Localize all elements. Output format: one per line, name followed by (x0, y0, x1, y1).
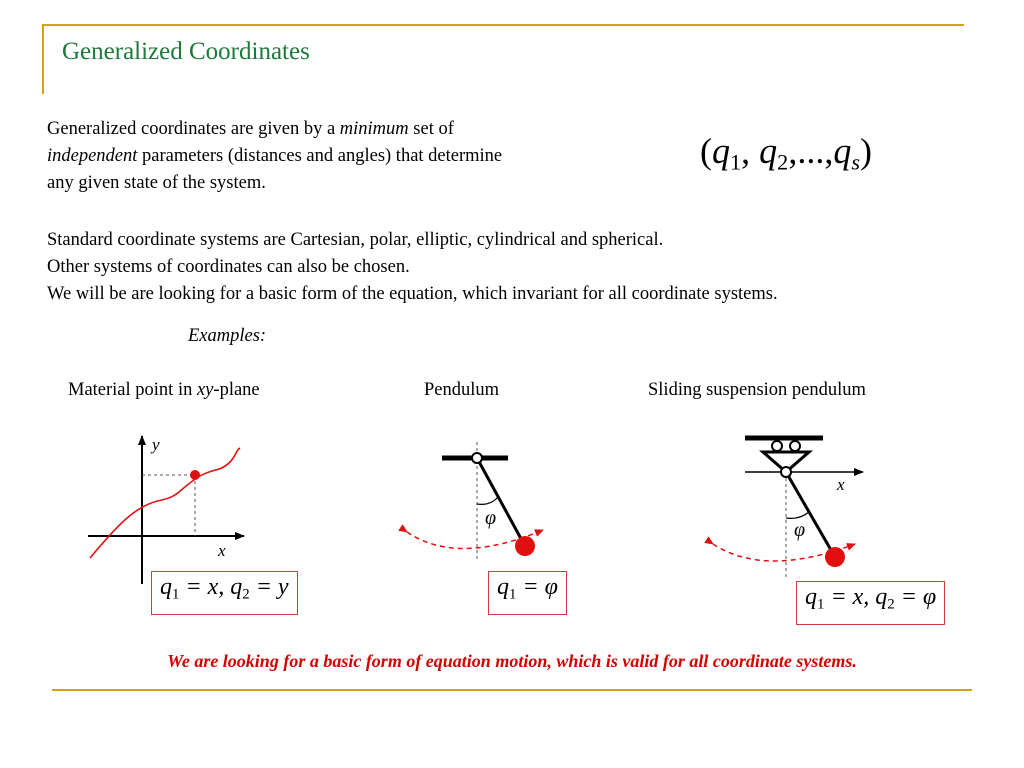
equation-box-sliding-pendulum: q1 = x, q2 = φ (796, 581, 946, 625)
intro-line-3: any given state of the system. (47, 173, 266, 193)
pivot (780, 466, 792, 478)
examples-label: Examples: (188, 326, 267, 346)
angle-label: φ (485, 507, 496, 529)
angle-arc (476, 496, 499, 505)
pendulum-rod (475, 457, 527, 547)
pivot (471, 452, 483, 464)
equation-box-pendulum: q1 = φ (488, 571, 567, 615)
pendulum-bob (825, 547, 845, 567)
footer-statement: We are looking for a basic form of equat… (167, 651, 857, 671)
slider-wheel-right (789, 440, 801, 452)
x-axis-label: x (217, 541, 226, 560)
slider-wheel-left (771, 440, 783, 452)
systems-line-1: Standard coordinate systems are Cartesia… (47, 230, 664, 250)
intro-line-1: Generalized coordinates are given by a m… (47, 119, 454, 139)
angle-label: φ (794, 519, 805, 541)
intro-paragraph: Generalized coordinates are given by a m… (47, 116, 502, 197)
slider-body (758, 450, 814, 474)
example-caption-sliding-pendulum: Sliding suspension pendulum (648, 380, 866, 400)
top-rule (42, 24, 964, 26)
trajectory-curve (89, 447, 241, 559)
coordinate-systems-paragraph: Standard coordinate systems are Cartesia… (47, 227, 778, 308)
example-caption-material-point: Material point in xy-plane (68, 380, 260, 400)
generalized-coordinates-formula: (q1, q2,...,qs) (700, 131, 872, 175)
example-caption-pendulum: Pendulum (424, 380, 500, 400)
material-point (190, 470, 200, 480)
x-axis-label: x (836, 475, 845, 494)
systems-line-3: We will be are looking for a basic form … (47, 284, 778, 304)
pendulum-rod (784, 471, 837, 558)
intro-line-2: independent parameters (distances and an… (47, 146, 503, 166)
angle-arc (785, 511, 810, 519)
pendulum-diagram: φ (398, 442, 544, 562)
material-point-diagram: y x (88, 435, 245, 584)
pendulum-bob (515, 536, 535, 556)
bottom-rule (52, 689, 972, 691)
systems-line-2: Other systems of coordinates can also be… (47, 257, 410, 277)
slide-title: Generalized Coordinates (62, 38, 310, 65)
equation-box-material-point: q1 = x, q2 = y (151, 571, 298, 615)
sliding-pendulum-diagram: x φ (704, 435, 864, 580)
y-axis-label: y (150, 435, 160, 454)
left-rule (42, 24, 44, 94)
